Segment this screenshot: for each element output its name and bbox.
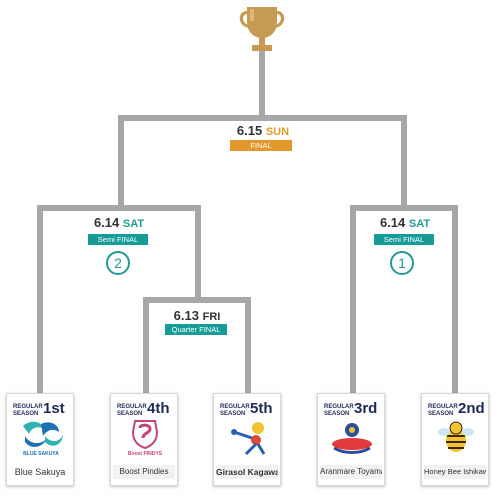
semi-left-dow: SAT <box>122 218 145 230</box>
rank-label: 4th <box>147 400 170 417</box>
rank-label: 3rd <box>354 400 378 417</box>
final-badge: FINAL <box>230 140 292 151</box>
quarter-date-value: 6.13 <box>173 308 199 323</box>
final-date: 6.15 SUN <box>230 123 296 138</box>
semi-left-badge: Semi FINAL <box>88 234 148 245</box>
rank-label: 1st <box>43 400 65 417</box>
boost-pindies-logo-icon: Boost PINDYS <box>119 418 171 458</box>
honey-bee-ishikawa-logo-icon <box>430 418 482 458</box>
semi-left-date: 6.14 SAT <box>86 215 152 230</box>
semi-right-date: 6.14 SAT <box>372 215 438 230</box>
final-date-value: 6.15 <box>236 123 263 138</box>
girasol-kagawa-logo-icon <box>222 418 274 458</box>
trophy-icon <box>233 4 291 56</box>
svg-text:BLUE SAKUYA: BLUE SAKUYA <box>23 451 59 457</box>
rank-label: 2nd <box>458 400 485 417</box>
game-number-2: 2 <box>106 251 130 275</box>
quarter-dow: FRI <box>202 311 221 323</box>
game-number-1: 1 <box>390 251 414 275</box>
team-name: Blue Sakuya <box>9 465 71 479</box>
semi-right-badge: Semi FINAL <box>374 234 434 245</box>
team-name: Aranmare Toyama <box>320 465 382 479</box>
svg-text:Boost PINDYS: Boost PINDYS <box>128 451 163 457</box>
quarter-badge: Quarter FINAL <box>165 324 227 335</box>
aranmare-toyama-logo-icon <box>326 418 378 458</box>
team-name: Girasol Kagawa <box>216 465 278 479</box>
blue-sakuya-logo-icon: BLUE SAKUYA <box>15 418 67 458</box>
team-name: Boost Pindies <box>113 465 175 479</box>
team-name: Honey Bee Ishikawa <box>424 465 486 479</box>
semi-right-date-value: 6.14 <box>379 215 406 230</box>
rank-label: 5th <box>250 400 273 417</box>
final-dow: SUN <box>265 126 290 138</box>
semi-left-date-value: 6.14 <box>93 215 120 230</box>
semi-right-dow: SAT <box>408 218 431 230</box>
quarter-date: 6.13 FRI <box>164 308 230 323</box>
